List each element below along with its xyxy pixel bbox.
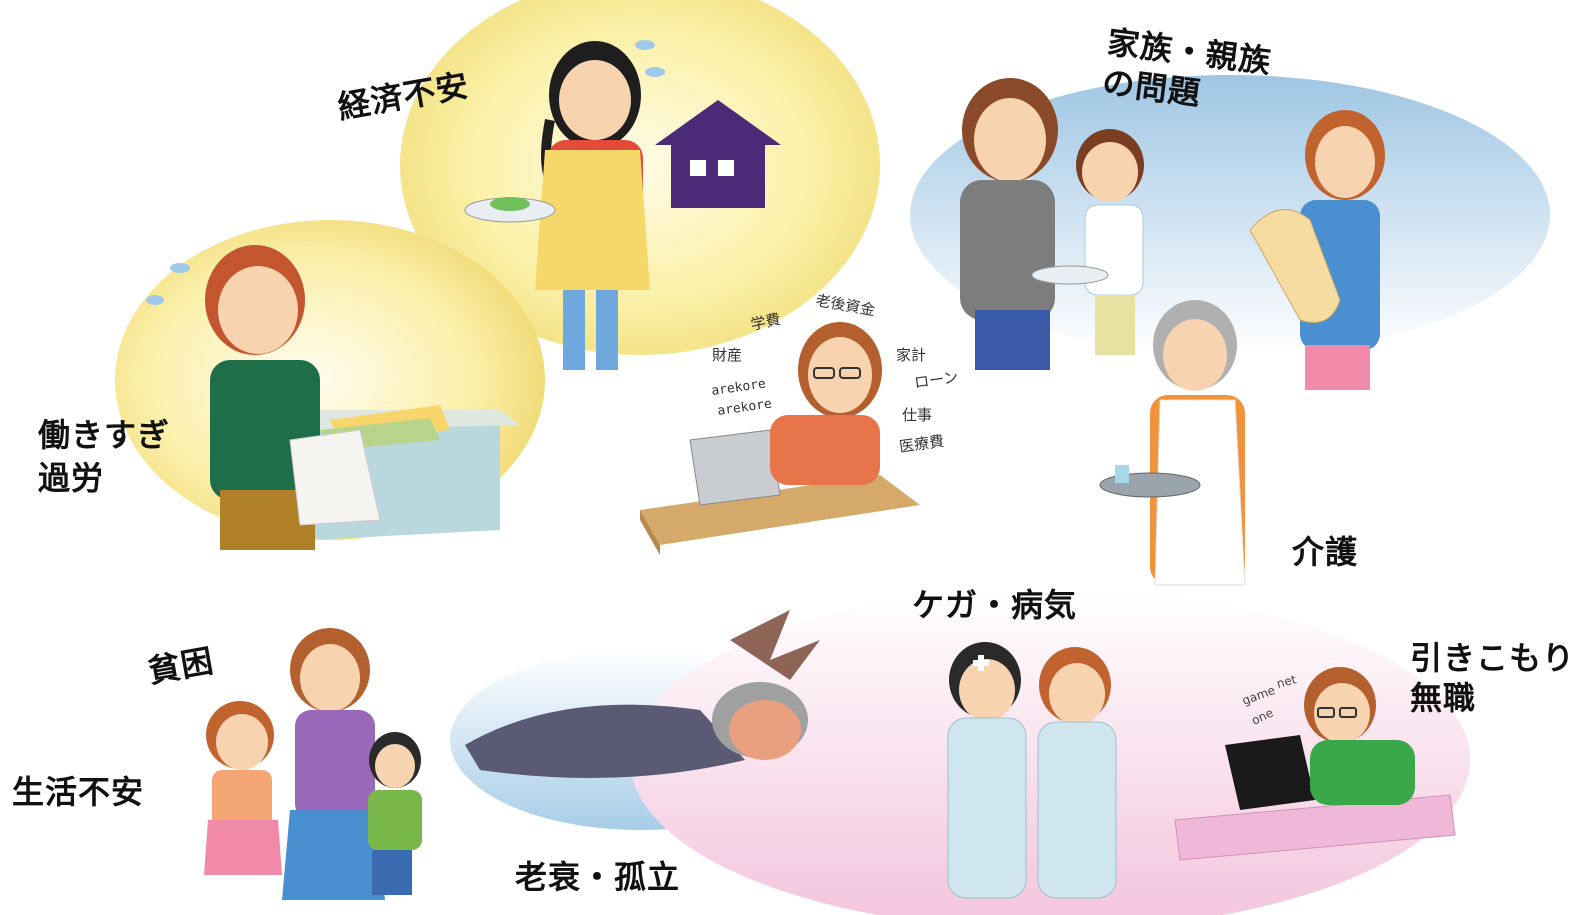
elderly-caregiver-figure — [1099, 300, 1246, 586]
laptop-woman-figure — [640, 322, 920, 555]
hikikomori-figure — [1174, 667, 1456, 861]
worry-word-arekore-2: arekore — [716, 396, 773, 419]
label-hikikomori-line2: 無職 — [1410, 679, 1477, 717]
worry-word-loan: ローン — [913, 368, 959, 392]
label-kaigo: 介護 — [1292, 533, 1359, 571]
worry-word-gakuhi: 学費 — [749, 310, 782, 334]
worry-word-kakei: 家計 — [896, 346, 926, 364]
label-kega-byoki: ケガ・病気 — [912, 586, 1078, 624]
overworked-woman-figure — [146, 245, 520, 550]
bg-blob-blue-top-right — [910, 75, 1550, 355]
lying-elderly-figure — [465, 610, 820, 778]
apron-woman-figure — [464, 40, 665, 370]
worry-word-zaisan: 財産 — [712, 346, 742, 364]
label-seikatsu-fuan: 生活不安 — [12, 773, 145, 811]
label-hikikomori-line1: 引きこもり — [1410, 639, 1576, 677]
futon-woman-figure — [1249, 110, 1385, 390]
worry-word-arekore-1: arekore — [710, 376, 767, 399]
poverty-family-figure — [204, 628, 422, 900]
worry-word-iryohi: 医療費 — [898, 432, 945, 456]
injured-patients-figure — [947, 642, 1117, 899]
label-rosui-koritsu: 老衰・孤立 — [515, 858, 681, 896]
worry-word-rogo-shikin: 老後資金 — [814, 291, 876, 319]
net-word-net: net — [1275, 672, 1298, 691]
label-hatarakisugi-line1: 働きすぎ — [38, 416, 171, 454]
family-mother-child-figure — [960, 78, 1144, 370]
house-icon — [655, 100, 781, 208]
worry-word-shigoto: 仕事 — [902, 406, 932, 424]
label-hatarakisugi-line2: 過労 — [38, 459, 105, 497]
